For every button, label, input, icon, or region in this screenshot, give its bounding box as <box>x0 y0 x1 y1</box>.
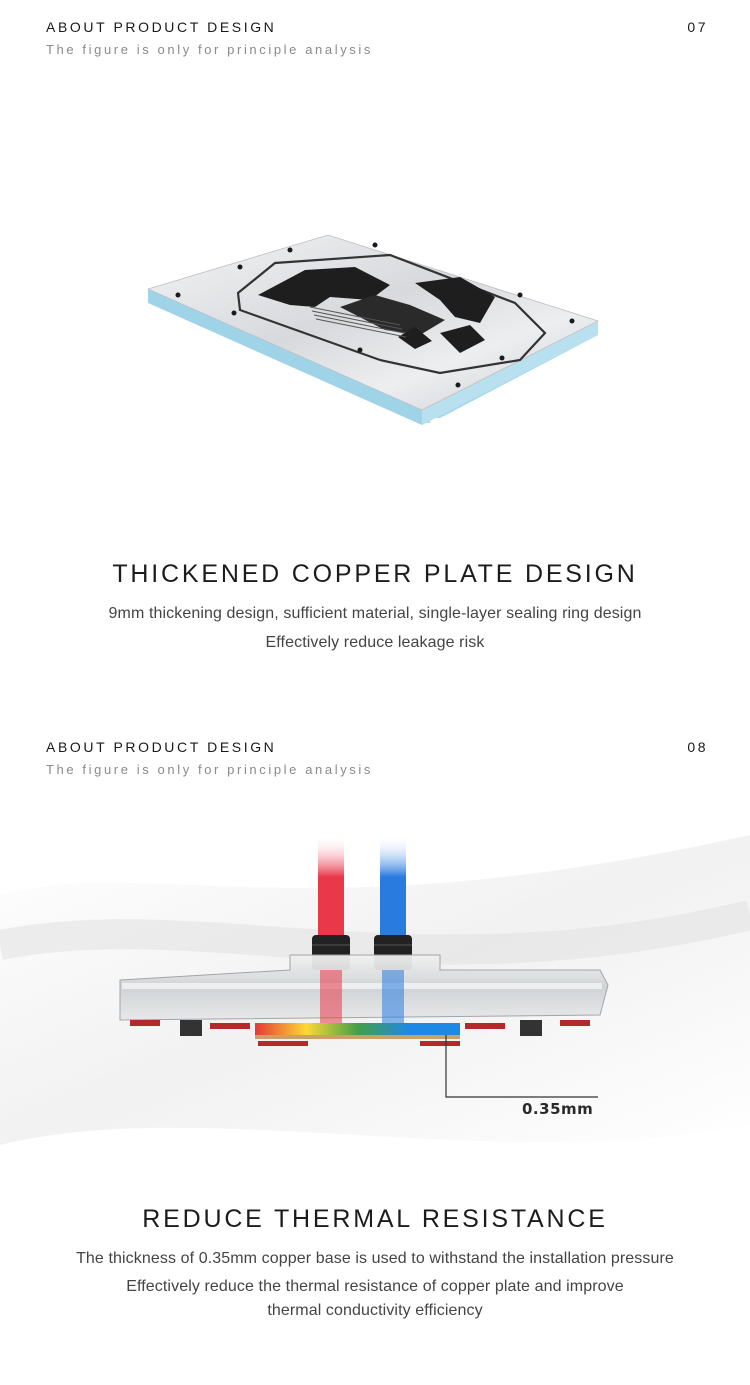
section-copper-plate: ABOUT PRODUCT DESIGN The figure is only … <box>46 19 708 651</box>
cross-section-illustration <box>0 835 750 1145</box>
copper-base <box>255 1023 460 1035</box>
description-line: The thickness of 0.35mm copper base is u… <box>76 1250 674 1267</box>
measurement-line <box>445 1035 598 1098</box>
section-header-subtitle: The figure is only for principle analysi… <box>46 42 373 57</box>
section-header-subtitle: The figure is only for principle analysi… <box>46 762 373 777</box>
description-line: Effectively reduce the thermal resistanc… <box>126 1278 624 1295</box>
description-line: 9mm thickening design, sufficient materi… <box>108 605 642 622</box>
description-line: thermal conductivity efficiency <box>267 1302 483 1319</box>
section-title: THICKENED COPPER PLATE DESIGN <box>112 560 638 588</box>
measurement-label: 0.35mm <box>522 1100 594 1118</box>
section-thermal-resistance: ABOUT PRODUCT DESIGN The figure is only … <box>0 720 750 1385</box>
copper-plate-illustration <box>146 234 600 425</box>
section-title: REDUCE THERMAL RESISTANCE <box>142 1205 608 1233</box>
section-header-title: ABOUT PRODUCT DESIGN <box>46 19 277 35</box>
section-page-number: 08 <box>687 739 708 755</box>
section-header-title: ABOUT PRODUCT DESIGN <box>46 739 277 755</box>
section-page-number: 07 <box>687 19 708 35</box>
description-line: Effectively reduce leakage risk <box>265 634 485 651</box>
